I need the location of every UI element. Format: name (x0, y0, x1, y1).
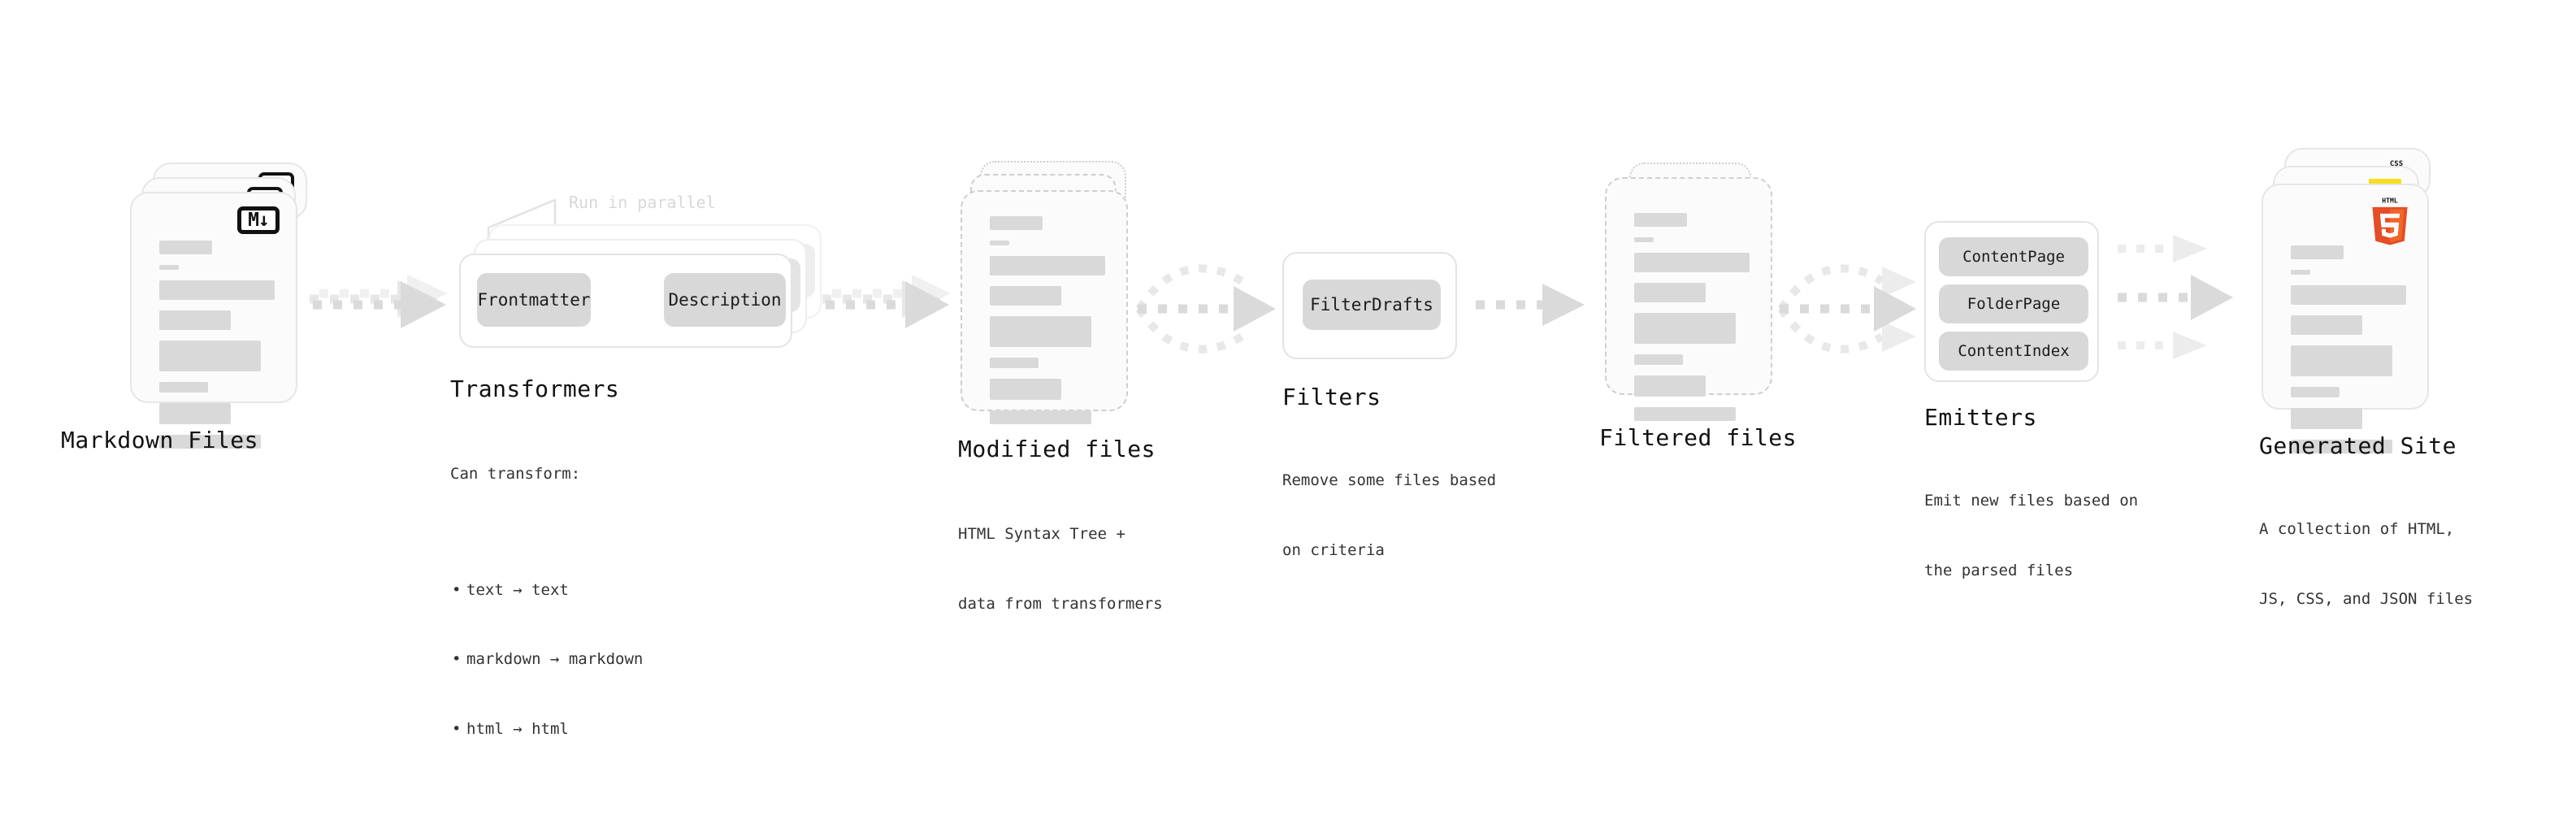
chip-filterdrafts-label: FilterDrafts (1310, 295, 1433, 315)
chip-description-label: Description (668, 290, 782, 310)
chip-contentindex-label: ContentIndex (1958, 342, 2070, 360)
stage-filtered-files: Filtered files (1599, 163, 1797, 451)
emitters-sub-line-2: the parsed files (1924, 561, 2074, 579)
filters-sub-line-1: Remove some files based (1282, 471, 1497, 489)
markdown-icon-glyph: M↓ (248, 209, 270, 231)
modified-card-front (961, 190, 1128, 424)
generated-card-html: HTML (2262, 184, 2429, 453)
chip-filterdrafts[interactable]: FilterDrafts (1303, 280, 1441, 330)
emitters-group: ContentPage FolderPage ContentIndex (1924, 221, 2099, 382)
chip-folderpage[interactable]: FolderPage (1939, 284, 2088, 323)
page-title-modified-files: Modified files (958, 436, 1156, 462)
page-title-markdown-files: Markdown Files (61, 427, 259, 453)
run-in-parallel-label: Run in parallel (569, 193, 716, 212)
chip-contentindex[interactable]: ContentIndex (1939, 332, 2088, 371)
page-title-emitters: Emitters (1924, 404, 2037, 431)
filtered-file-stack (1605, 163, 1792, 423)
list-item: html → html (452, 718, 643, 741)
arrow-markdown-to-transformers (310, 275, 448, 328)
filtered-card-front (1605, 177, 1772, 421)
arrow-modified-files-to-filters (1135, 264, 1276, 354)
chip-folderpage-label: FolderPage (1967, 295, 2061, 313)
chip-frontmatter-label: Frontmatter (477, 290, 591, 310)
css-icon-label: CSS (2389, 160, 2404, 168)
transformers-subtitle: Can transform: (450, 465, 581, 483)
page-title-generated-site: Generated Site (2259, 432, 2457, 459)
markdown-card-front: M↓ (130, 192, 297, 449)
transformer-group-front: Frontmatter Description (459, 254, 792, 348)
emitters-description: Emit new files based on the parsed files (1924, 443, 2138, 628)
generated-site-sub-line-2: JS, CSS, and JSON files (2259, 589, 2474, 608)
svg-text:HTML: HTML (2382, 196, 2398, 204)
transformers-description: Can transform: text → text markdown → ma… (450, 416, 643, 833)
arrow-filtered-files-to-emitters (1777, 264, 1916, 354)
list-item: text → text (452, 579, 643, 602)
modified-file-stack (961, 161, 1147, 429)
markdown-content-bars (159, 241, 275, 459)
modified-files-sub-line-1: HTML Syntax Tree + (958, 525, 1125, 543)
stage-modified-files: Modified files HTML Syntax Tree + data f… (958, 161, 1163, 613)
modified-files-sub-line-2: data from transformers (958, 594, 1163, 613)
chip-contentpage[interactable]: ContentPage (1939, 237, 2088, 276)
pipeline-diagram: M↓ M↓ M↓ Markdown Files (0, 0, 2576, 681)
page-title-filters: Filters (1282, 384, 1381, 410)
stage-markdown-files: M↓ M↓ M↓ Markdown Files (61, 163, 317, 453)
generated-file-stack: CSS HTML (2262, 148, 2448, 453)
html5-icon: HTML (2372, 196, 2408, 245)
chip-description[interactable]: Description (664, 273, 786, 327)
generated-content-bars (2291, 245, 2406, 464)
filters-group: FilterDrafts (1282, 252, 1457, 359)
markdown-file-stack: M↓ M↓ M↓ (130, 163, 317, 449)
filtered-content-bars (1634, 213, 1750, 432)
page-title-transformers: Transformers (450, 375, 620, 402)
emitters-sub-line-1: Emit new files based on (1924, 492, 2139, 510)
stage-generated-site: CSS HTML (2259, 148, 2473, 608)
arrow-transformers-to-modified-files (822, 275, 951, 328)
list-item: markdown → markdown (452, 648, 643, 671)
markdown-icon: M↓ (237, 206, 280, 234)
filters-sub-line-2: on criteria (1282, 540, 1385, 559)
generated-site-description: A collection of HTML, JS, CSS, and JSON … (2259, 471, 2473, 657)
transformers-bullet-list: text → text markdown → markdown html → h… (450, 532, 643, 787)
arrow-emitters-to-generated-site (2118, 235, 2233, 359)
chip-contentpage-label: ContentPage (1962, 248, 2065, 266)
filters-description: Remove some files based on criteria (1282, 423, 1496, 608)
chip-frontmatter[interactable]: Frontmatter (477, 273, 591, 327)
page-title-filtered-files: Filtered files (1599, 424, 1798, 451)
modified-files-description: HTML Syntax Tree + data from transformer… (958, 476, 1163, 662)
arrow-filters-to-filtered-files (1476, 284, 1585, 326)
generated-site-sub-line-1: A collection of HTML, (2259, 520, 2455, 538)
modified-content-bars (990, 216, 1105, 435)
